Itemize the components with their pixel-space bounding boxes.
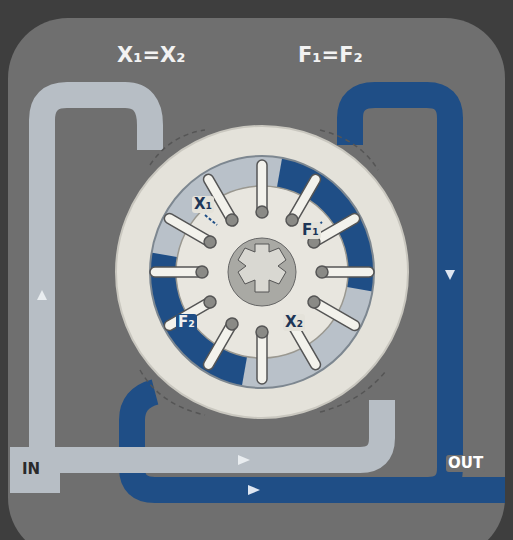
position-label: X₂ bbox=[283, 314, 305, 331]
inlet-label: IN bbox=[22, 461, 40, 478]
equation-label: X₁=X₂ bbox=[117, 44, 185, 67]
outlet-label: OUT bbox=[446, 455, 485, 472]
equation-label: F₁=F₂ bbox=[298, 44, 363, 67]
force-label: F₁ bbox=[300, 222, 321, 239]
position-label: X₁ bbox=[192, 196, 214, 213]
force-label: F₂ bbox=[176, 314, 197, 331]
